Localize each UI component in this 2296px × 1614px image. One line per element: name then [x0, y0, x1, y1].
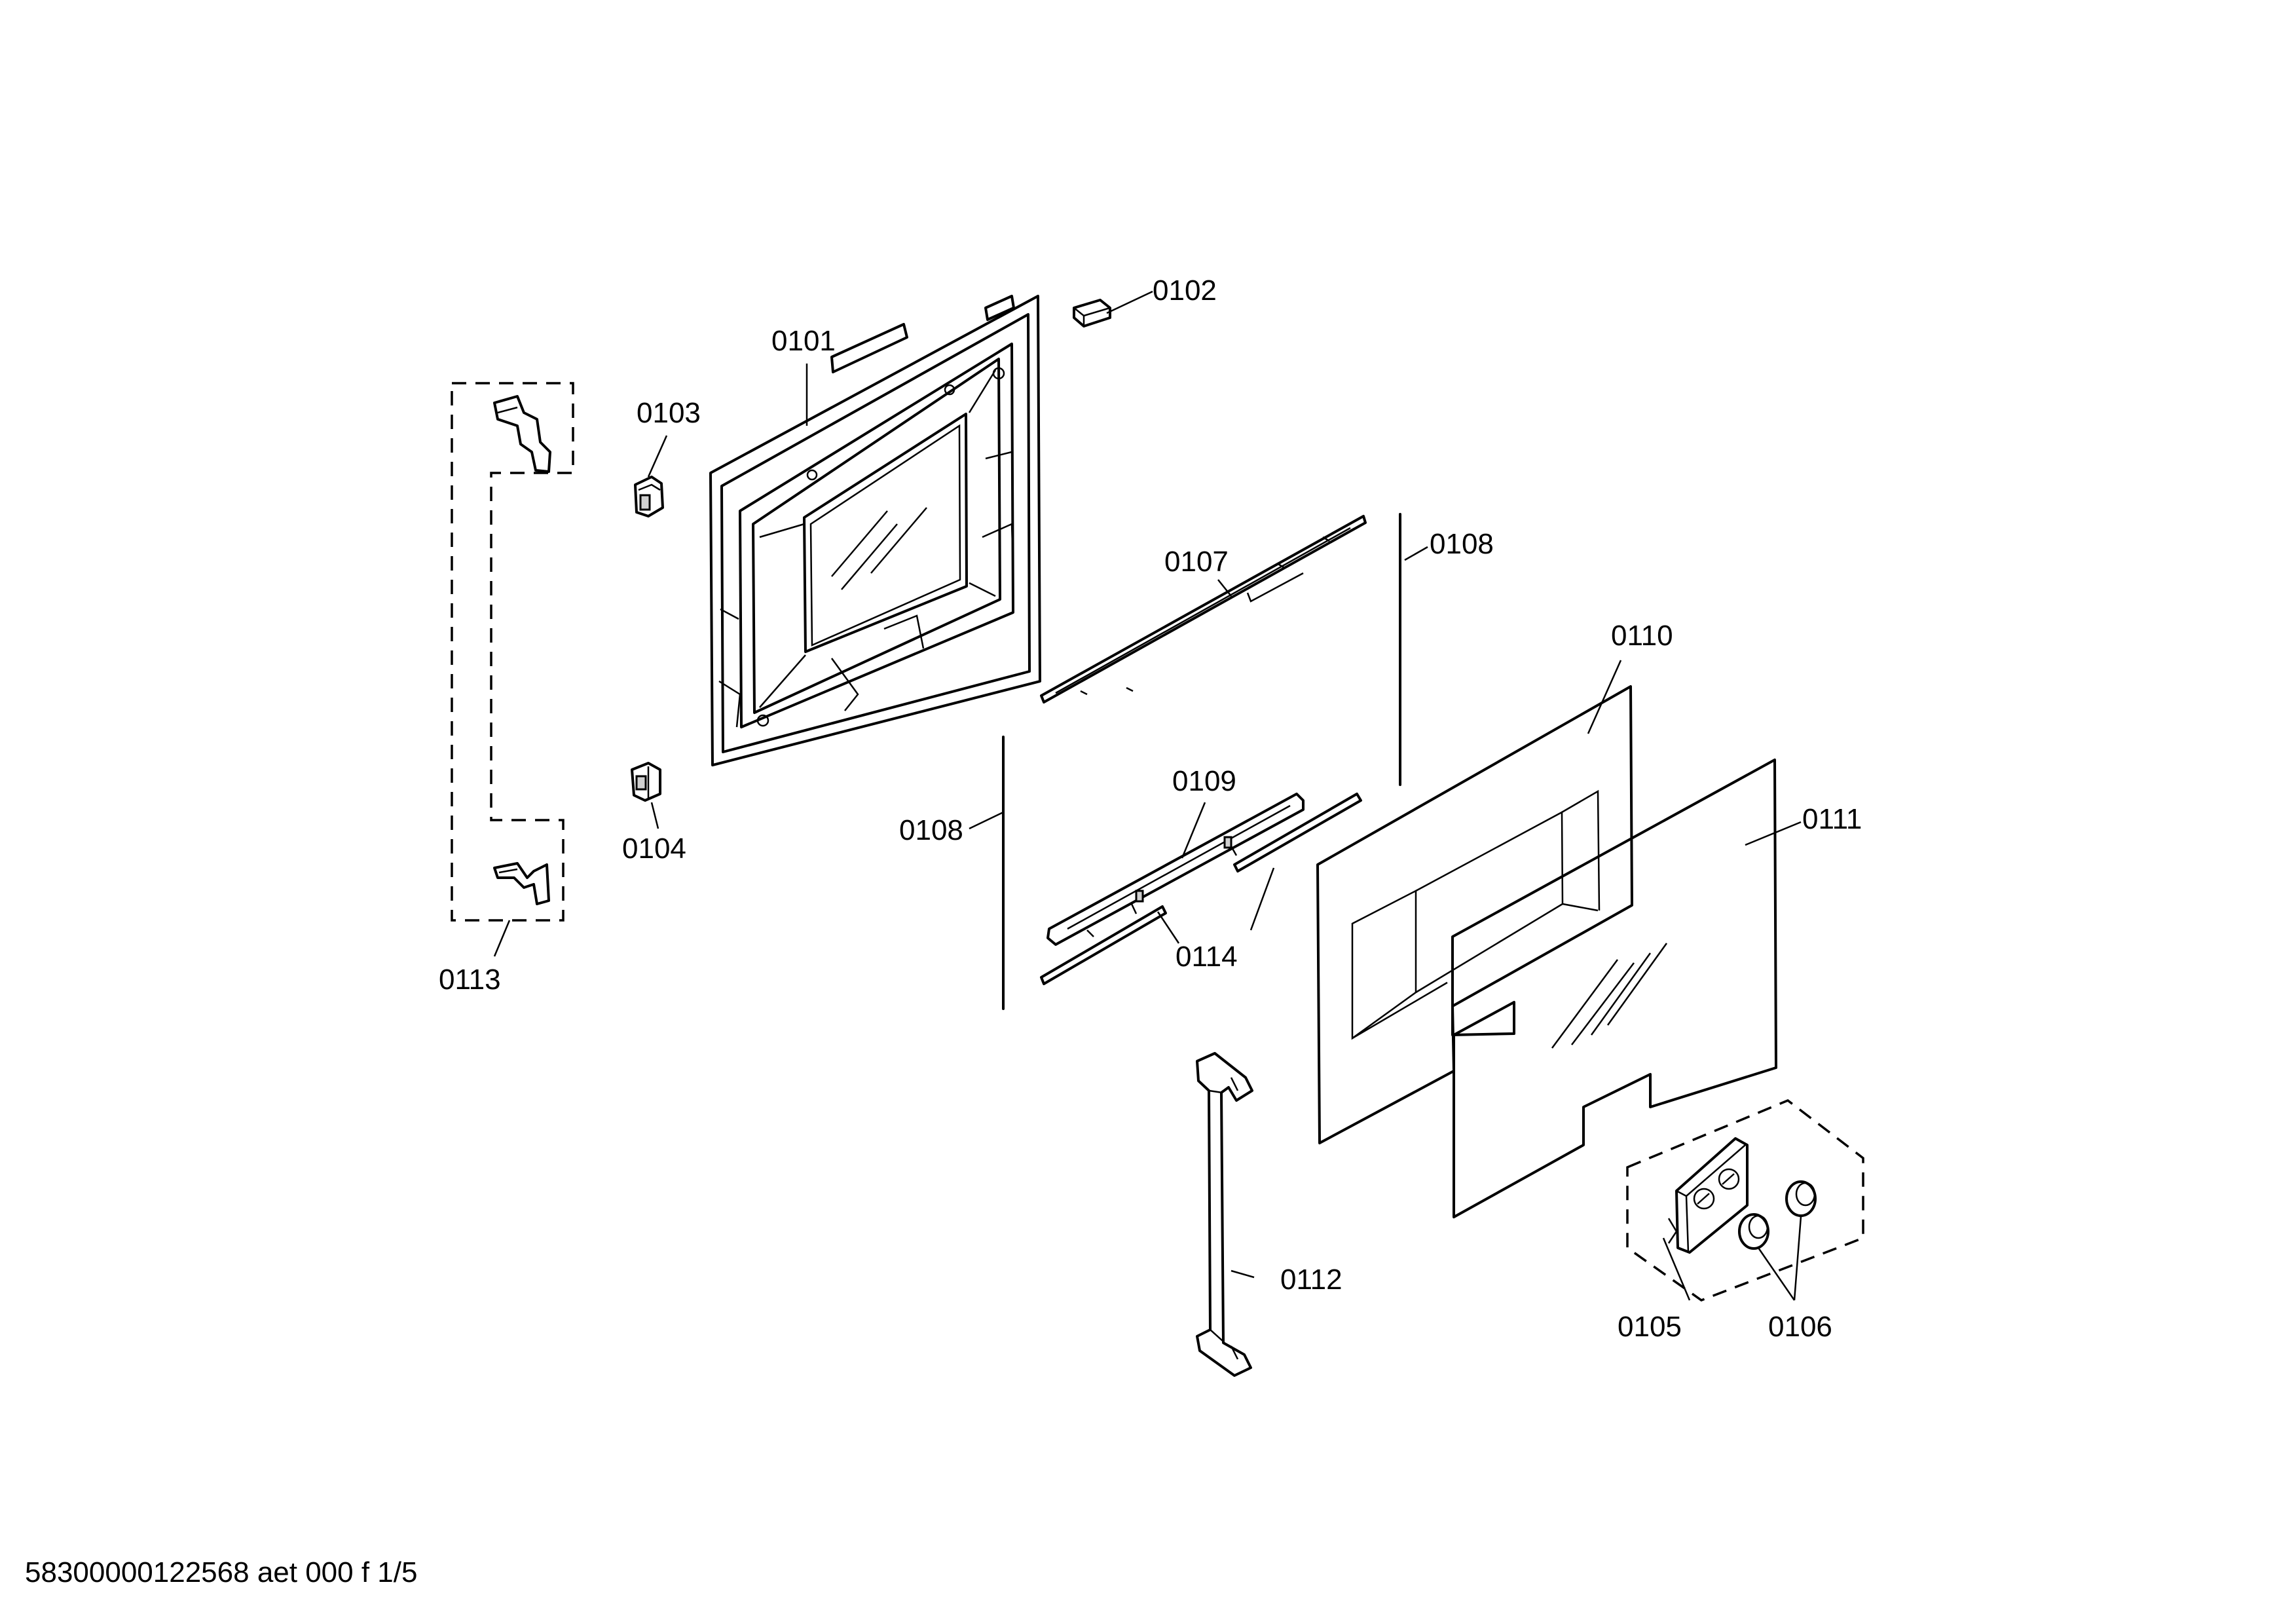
callout-0112: 0112	[1280, 1264, 1342, 1296]
drawing-reference-number: 58300000122568 aet 000 f 1/5	[25, 1556, 417, 1588]
part-0113-hinge-group	[451, 382, 574, 922]
part-0114-strip-upper	[1233, 793, 1362, 873]
callout-0102: 0102	[1153, 274, 1217, 307]
callout-0110: 0110	[1611, 620, 1673, 652]
callout-0106: 0106	[1768, 1311, 1832, 1343]
callout-0101: 0101	[771, 325, 836, 357]
part-0102-block	[1073, 299, 1111, 328]
callout-labels: 0101 0102 0103 0104 0105 0106 0107 0108 …	[439, 274, 1862, 1343]
part-0105-knob-plate-group	[1626, 1098, 1864, 1302]
callout-0109: 0109	[1172, 765, 1236, 797]
part-0107-strip	[1040, 515, 1367, 704]
part-0106-knob-right	[1785, 1180, 1817, 1217]
part-0103-clip	[634, 476, 664, 517]
callout-0111: 0111	[1802, 803, 1862, 835]
part-0114-strip-lower	[1040, 905, 1167, 985]
callout-0113: 0113	[439, 964, 501, 996]
callout-0108-right: 0108	[1430, 528, 1494, 560]
callout-0114: 0114	[1176, 941, 1238, 973]
part-0112-door-handle	[1196, 1052, 1253, 1377]
part-0109-rail	[1046, 793, 1305, 946]
part-0111-glass-panel	[1451, 759, 1777, 1218]
callout-0104: 0104	[622, 833, 686, 865]
part-0110-glass-panel	[1316, 685, 1633, 1144]
part-0101-door-frame	[709, 295, 1041, 766]
leader-lines	[493, 290, 1802, 1301]
callout-0108-left: 0108	[899, 814, 963, 846]
callout-0107: 0107	[1164, 546, 1229, 578]
part-0106-knob-left	[1738, 1213, 1769, 1250]
callout-0105: 0105	[1618, 1311, 1682, 1343]
part-0104-clip	[631, 762, 661, 802]
callout-0103: 0103	[637, 397, 701, 429]
